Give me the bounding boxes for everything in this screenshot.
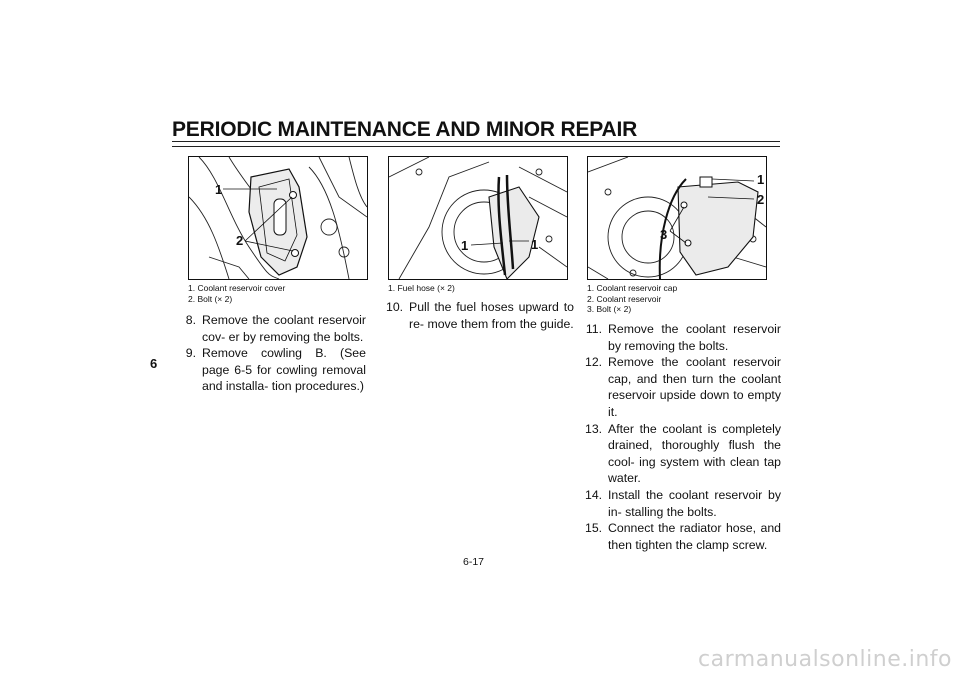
figure2-callout-1b: 1 [531, 237, 538, 252]
steps-column-1: 8. Remove the coolant reservoir cov- er … [180, 312, 366, 395]
step-item: 13. After the coolant is completely drai… [585, 421, 781, 487]
chapter-tab: 6 [150, 356, 158, 371]
step-item: 8. Remove the coolant reservoir cov- er … [180, 312, 366, 345]
figure3-callout-2: 2 [757, 192, 764, 207]
steps-column-3: 11. Remove the coolant reservoir by remo… [585, 321, 781, 553]
figure2-callout-1a: 1 [461, 238, 468, 253]
coolant-reservoir-illustration: 1 2 3 [588, 157, 766, 279]
figure1-caption: 1. Coolant reservoir cover 2. Bolt (× 2) [188, 283, 285, 304]
figure1-callout-1: 1 [215, 182, 222, 197]
step-item: 10. Pull the fuel hoses upward to re- mo… [386, 299, 574, 332]
step-text: Remove the coolant reservoir cap, and th… [608, 355, 781, 419]
step-text: Install the coolant reservoir by in- sta… [608, 487, 781, 519]
page-title: PERIODIC MAINTENANCE AND MINOR REPAIR [172, 118, 638, 141]
caption-line: 2. Bolt (× 2) [188, 293, 233, 304]
figure-coolant-cover: 1 2 [188, 156, 368, 280]
step-text: Remove the coolant reservoir cov- er by … [202, 313, 366, 344]
page-number: 6-17 [463, 556, 485, 568]
caption-line: 1. Coolant reservoir cap [587, 283, 678, 293]
step-item: 12. Remove the coolant reservoir cap, an… [585, 354, 781, 420]
coolant-cover-illustration: 1 2 [189, 157, 367, 279]
figure1-callout-2: 2 [236, 233, 243, 248]
step-text: Connect the radiator hose, and then tigh… [608, 521, 781, 552]
step-number: 12. [585, 355, 603, 370]
header-rule [172, 141, 780, 147]
figure3-callout-3: 3 [660, 227, 667, 242]
step-number: 10. [386, 300, 404, 314]
caption-line: 1. Coolant reservoir cover [188, 283, 286, 293]
step-text: Remove the coolant reservoir by removing… [608, 322, 781, 353]
steps-column-2: 10. Pull the fuel hoses upward to re- mo… [386, 299, 574, 332]
step-number: 15. [585, 521, 603, 536]
step-number: 13. [585, 421, 603, 436]
step-item: 11. Remove the coolant reservoir by remo… [585, 321, 781, 354]
step-text: Pull the fuel hoses upward to re- move t… [409, 300, 574, 331]
figure3-callout-1: 1 [757, 172, 764, 187]
watermark: carmanualsonline.info [698, 647, 952, 672]
step-number: 14. [585, 487, 603, 502]
caption-line: 2. Coolant reservoir [587, 293, 662, 304]
step-number: 8. [185, 313, 196, 327]
figure-fuel-hose: 1 1 [388, 156, 568, 280]
figure3-caption: 1. Coolant reservoir cap 2. Coolant rese… [587, 283, 677, 315]
figure-coolant-reservoir: 1 2 3 [587, 156, 767, 280]
fuel-hose-illustration: 1 1 [389, 157, 567, 279]
caption-line: 3. Bolt (× 2) [587, 304, 632, 314]
step-number: 9. [185, 346, 196, 361]
step-number: 11. [585, 322, 602, 336]
figure2-caption: 1. Fuel hose (× 2) [388, 283, 455, 294]
step-item: 15. Connect the radiator hose, and then … [585, 520, 781, 553]
step-item: 14. Install the coolant reservoir by in-… [585, 487, 781, 520]
step-text: Remove cowling B. (See page 6-5 for cowl… [202, 346, 366, 394]
caption-line: 1. Fuel hose (× 2) [388, 283, 455, 293]
step-text: After the coolant is completely drained,… [608, 421, 781, 486]
step-item: 9. Remove cowling B. (See page 6-5 for c… [180, 345, 366, 395]
